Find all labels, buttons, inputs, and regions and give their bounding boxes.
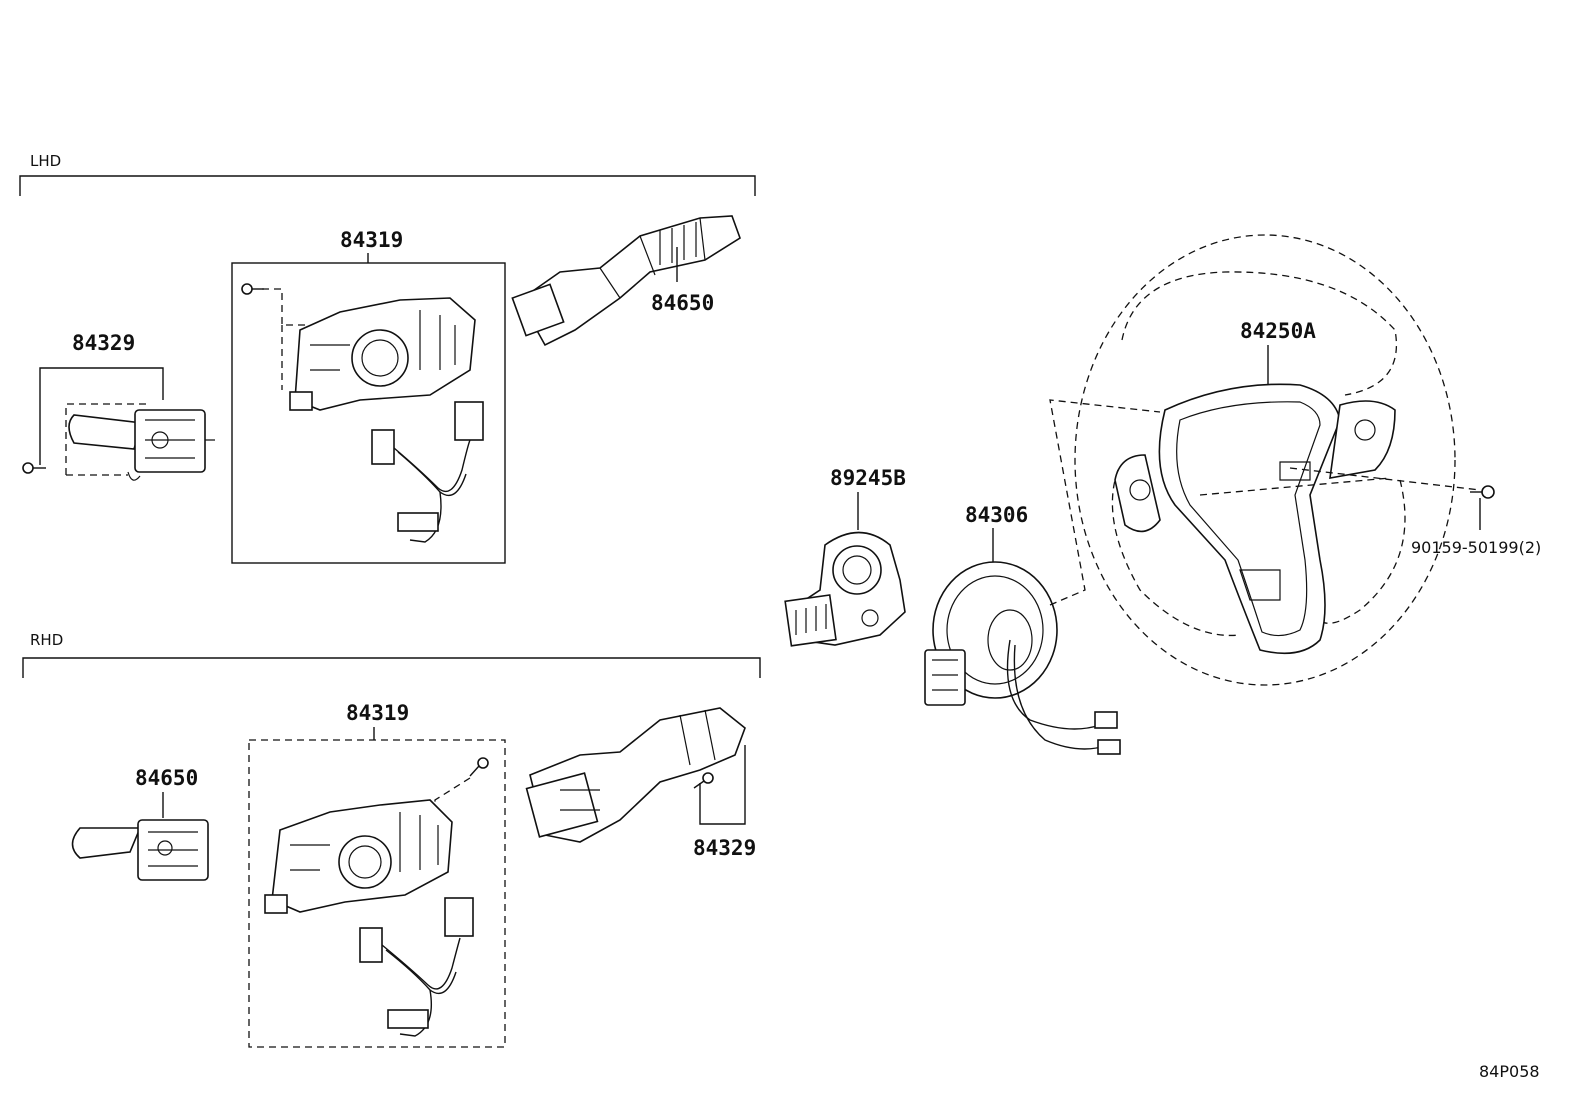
screw-lhd-84329[interactable] [22, 462, 46, 474]
rhd-bracket [22, 657, 761, 678]
turn-signal-switch-rhd[interactable] [525, 707, 746, 843]
screw-lhd-84319[interactable] [241, 283, 264, 295]
box-lhd-84319 [231, 262, 506, 564]
label-90159-50199[interactable]: 90159-50199(2) [1411, 538, 1541, 557]
steering-wheel-lower-left [1111, 469, 1241, 637]
combination-switch-body-rhd[interactable] [264, 799, 453, 914]
wire-harness-rhd[interactable] [359, 897, 474, 1037]
dash-spiral-to-wheel [1049, 399, 1161, 606]
lhd-bracket [19, 175, 756, 196]
screw-rhd-84319[interactable] [469, 757, 489, 777]
label-lhd-84319[interactable]: 84319 [340, 228, 403, 252]
leader-lhd-84329 [39, 367, 164, 465]
label-89245b[interactable]: 89245B [830, 466, 906, 490]
steering-wheel-rim-inner [1121, 271, 1397, 396]
steering-pad-switch[interactable] [1114, 383, 1396, 655]
label-rhd-84650[interactable]: 84650 [135, 766, 198, 790]
combination-switch-body-lhd[interactable] [289, 297, 476, 411]
section-label-lhd: LHD [30, 152, 61, 170]
section-label-rhd: RHD [30, 631, 63, 649]
dash-lhd-84319 [262, 288, 310, 390]
steering-wheel-lower-right [1319, 479, 1406, 624]
leader-rhd-84329 [699, 745, 746, 825]
label-rhd-84319[interactable]: 84319 [346, 701, 409, 725]
wiper-switch-lhd[interactable] [511, 215, 741, 347]
diagram-code: 84P058 [1479, 1062, 1540, 1081]
screw-rhd-84329[interactable] [693, 772, 714, 789]
dash-wheel-to-screw [1199, 467, 1481, 496]
label-lhd-84329[interactable]: 84329 [72, 331, 135, 355]
steering-wheel [1074, 234, 1456, 686]
label-lhd-84650[interactable]: 84650 [651, 291, 714, 315]
dash-rhd-84319 [434, 777, 471, 840]
box-rhd-84319 [248, 739, 506, 1048]
label-84250a[interactable]: 84250A [1240, 319, 1316, 343]
label-84306[interactable]: 84306 [965, 503, 1028, 527]
steering-angle-sensor[interactable] [784, 531, 906, 647]
screw-90159[interactable] [1470, 485, 1495, 499]
steering-wheel-outline [1074, 234, 1456, 686]
label-rhd-84329[interactable]: 84329 [693, 836, 756, 860]
turn-signal-switch-lhd[interactable] [65, 403, 215, 481]
wire-harness-lhd[interactable] [371, 401, 484, 543]
wiper-switch-rhd[interactable] [71, 819, 209, 881]
spiral-cable[interactable] [924, 561, 1121, 755]
